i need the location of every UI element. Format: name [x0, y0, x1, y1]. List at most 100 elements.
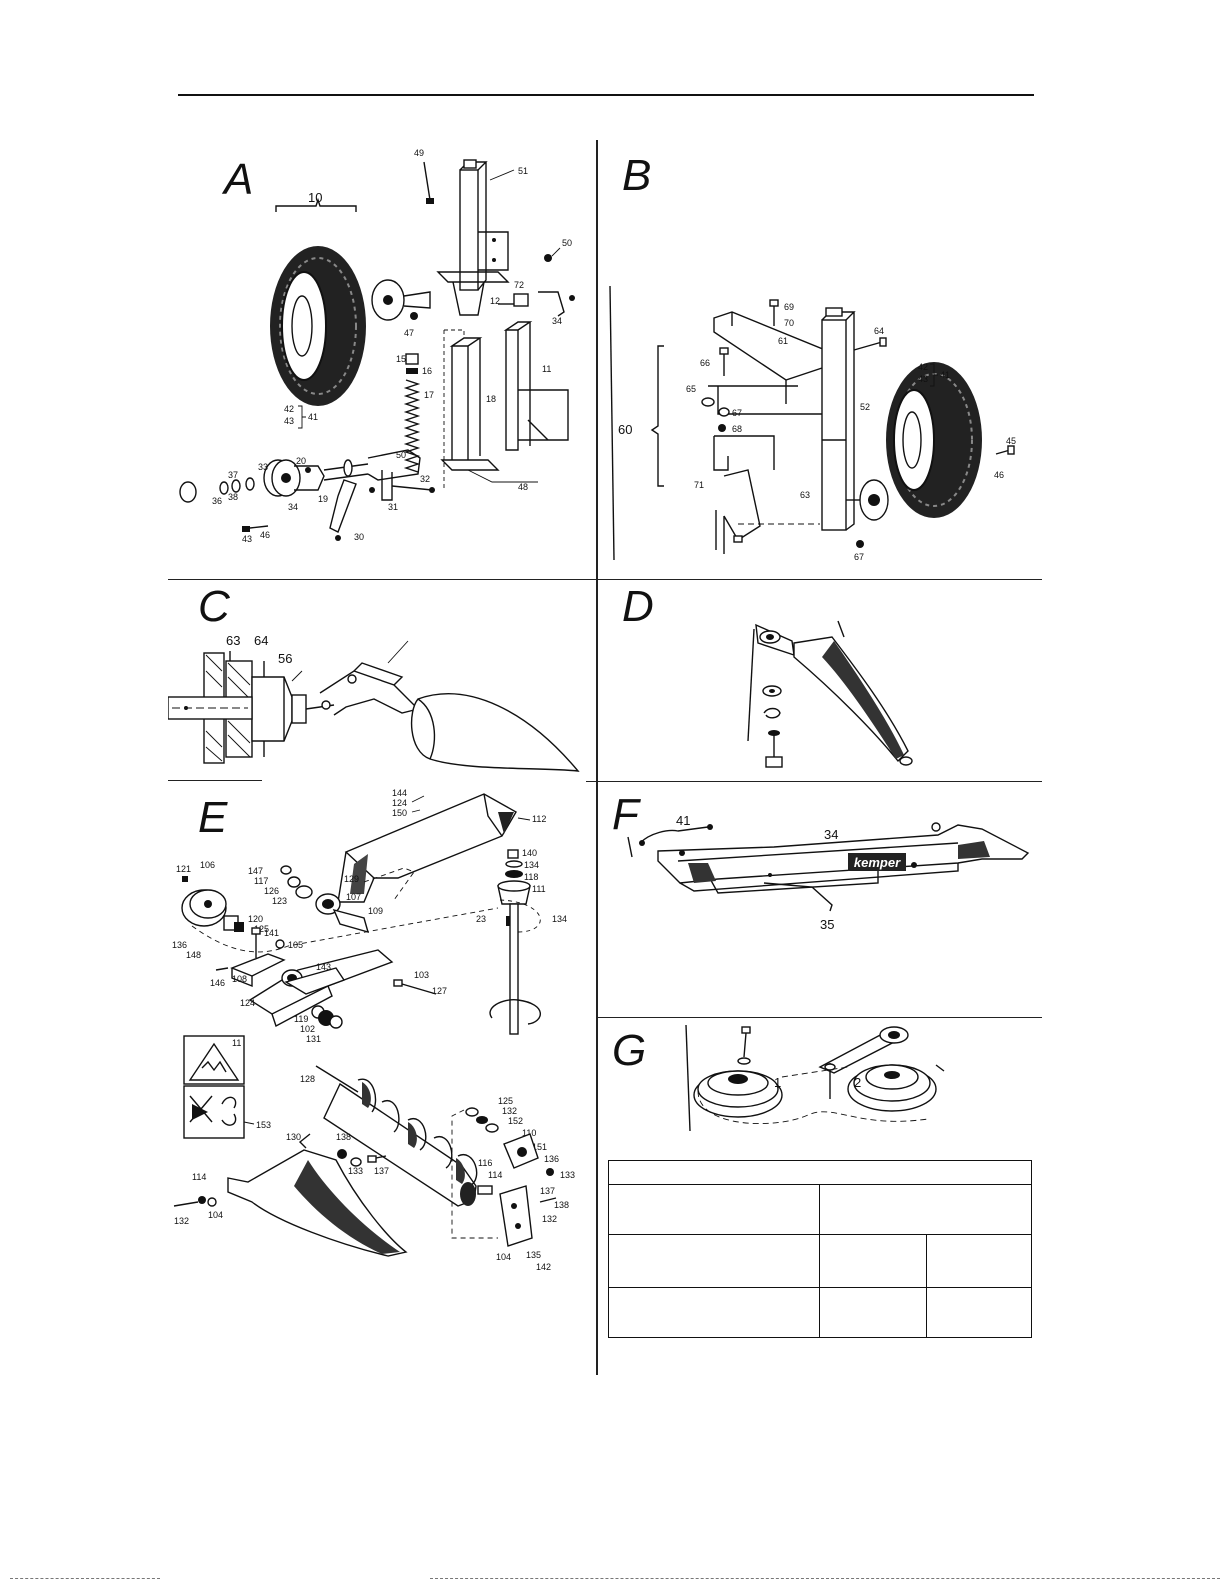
warning-label-number: 153 [256, 1120, 271, 1130]
column-divider [596, 140, 598, 1375]
callout: 103 [414, 970, 429, 980]
callout: 50 [396, 450, 406, 460]
callout: 68 [732, 424, 742, 434]
row-divider-3 [598, 1017, 1042, 1018]
callout: 45 [1006, 436, 1016, 446]
table-cell [608, 1184, 820, 1236]
callout: 146 [210, 978, 225, 988]
callout: 125 [498, 1096, 513, 1106]
scan-edge [430, 1578, 1220, 1581]
callout: 112 [532, 814, 546, 824]
callout: 147 [248, 866, 263, 876]
callout: 125 [254, 924, 269, 934]
callout: 2 [854, 1075, 861, 1090]
callout: 148 [186, 950, 201, 960]
drive-pulley-diagram: 1 2 [685, 1024, 945, 1132]
callout: 18 [486, 394, 496, 404]
callout: 11 [542, 364, 551, 374]
callout: 65 [686, 384, 696, 394]
brand-logo: kemper [854, 855, 901, 870]
callout: 124 [392, 798, 407, 808]
callout: 60 [618, 422, 632, 437]
table-cell [819, 1234, 927, 1288]
callout: 105 [288, 940, 303, 950]
callout: 43 [242, 534, 252, 544]
panel-letter: F [612, 790, 639, 839]
callout: 31 [388, 502, 398, 512]
callout: 111 [532, 884, 546, 894]
callout: 41 [676, 813, 690, 828]
callout: 67 [732, 408, 742, 418]
callout: 120 [248, 914, 263, 924]
callout: 72 [514, 280, 524, 290]
callout: 133 [348, 1166, 363, 1176]
callout: 121 [176, 864, 191, 874]
warning-label-number: 11 [232, 1038, 241, 1048]
callout: 34 [824, 827, 838, 842]
callout: 141 [264, 928, 279, 938]
callout: 46 [994, 470, 1004, 480]
callout: 102 [300, 1024, 315, 1034]
callout: 104 [496, 1252, 511, 1262]
callout: 137 [374, 1166, 389, 1176]
callout: 138 [336, 1132, 351, 1142]
callout: 140 [522, 848, 537, 858]
callout: 32 [420, 474, 430, 484]
table-header-cell [608, 1159, 1032, 1186]
row-divider-2a [168, 780, 262, 781]
callout: 129 [344, 874, 359, 884]
callout: 67 [854, 552, 864, 562]
callout: 116 [478, 1158, 492, 1168]
callout: 108 [232, 974, 247, 984]
panel-letter: C [198, 582, 230, 631]
callout: 131 [306, 1034, 321, 1044]
callout: 128 [300, 1074, 315, 1084]
cone-arm-diagram [747, 620, 913, 768]
callout: 137 [540, 1186, 555, 1196]
callout: 138 [554, 1200, 569, 1210]
callout: 119 [294, 1014, 308, 1024]
callout: 48 [518, 482, 528, 492]
callout: 46 [260, 530, 270, 540]
callout: 42 [918, 362, 928, 372]
callout: 38 [228, 492, 238, 502]
callout: 34 [288, 502, 298, 512]
wheel-assembly-diagram: 10 49 51 50 72 12 34 47 [179, 148, 575, 544]
callout: 133 [560, 1170, 575, 1180]
table-cell [608, 1234, 820, 1288]
row-divider-2b [586, 781, 1042, 782]
callout: 150 [392, 808, 407, 818]
callout: 142 [536, 1262, 551, 1272]
frame-rail-diagram: 41 34 kemper 35 [627, 813, 1030, 932]
callout: 117 [254, 876, 268, 886]
panel-letter: B [622, 151, 652, 200]
callout: 132 [174, 1216, 189, 1226]
callout: 19 [318, 494, 328, 504]
callout: 36 [212, 496, 222, 506]
callout: 33 [258, 462, 268, 472]
callout: 70 [784, 318, 794, 328]
callout: 49 [414, 148, 424, 158]
callout: 132 [542, 1214, 557, 1224]
callout: 41 [308, 412, 318, 422]
callout: 51 [518, 166, 528, 176]
callout: 127 [432, 986, 447, 996]
callout: 152 [508, 1116, 523, 1126]
callout: 41 [940, 370, 950, 380]
callout: 23 [476, 914, 486, 924]
auger-gearbox-diagram: 144 124 150 112 140 134 118 111 134 23 1… [172, 788, 575, 1272]
panel-f: F 41 34 kemper 35 [598, 783, 1042, 1015]
panel-e: E 144 124 150 112 140 134 118 111 134 23… [168, 782, 594, 1276]
top-rule [178, 94, 1034, 96]
callout: 61 [778, 336, 788, 346]
callout: 30 [354, 532, 364, 542]
panel-letter: G [612, 1026, 647, 1075]
callout: 110 [522, 1128, 536, 1138]
callout: 34 [552, 316, 562, 326]
panel-c: C 63 64 56 [168, 581, 594, 779]
callout: 144 [392, 788, 407, 798]
table-cell [819, 1286, 927, 1339]
callout: 134 [552, 914, 567, 924]
callout: 123 [272, 896, 287, 906]
callout: 56 [278, 651, 292, 666]
